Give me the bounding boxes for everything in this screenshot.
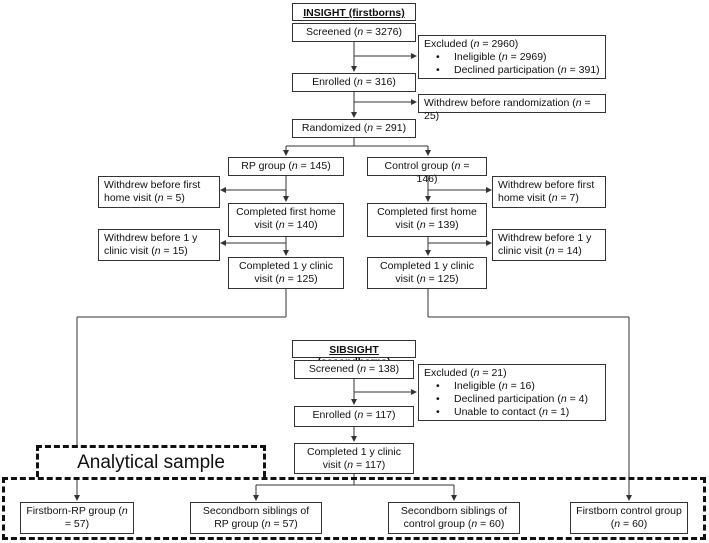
- control-completed-clinic-box: Completed 1 y clinic visit (n = 125): [367, 257, 487, 289]
- withdrew-randomization-box: Withdrew before randomization (n = 25): [418, 94, 606, 122]
- control-group-box: Control group (n = 146): [367, 157, 487, 185]
- control-withdrew-clinic-box: Withdrew before 1 y clinic visit (n = 14…: [492, 229, 606, 261]
- excluded-item: Ineligible (n = 16): [436, 380, 600, 393]
- secondborn-control-box: Secondborn siblings of control group (n …: [388, 502, 520, 534]
- rp-withdrew-clinic-box: Withdrew before 1 y clinic visit (n = 15…: [98, 229, 220, 261]
- insight-title: INSIGHT (firstborns): [292, 3, 416, 21]
- randomized-box: Randomized (n = 291): [292, 119, 416, 138]
- rp-withdrew-home-box: Withdrew before first home visit (n = 5): [98, 176, 220, 208]
- rp-completed-clinic-box: Completed 1 y clinic visit (n = 125): [228, 257, 344, 289]
- sibsight-completed-clinic-box: Completed 1 y clinic visit (n = 117): [294, 443, 414, 474]
- excluded-item: Ineligible (n = 2969): [436, 51, 600, 64]
- excluded-item: Declined participation (n = 4): [436, 393, 600, 406]
- firstborn-control-box: Firstborn control group (n = 60): [570, 502, 688, 534]
- insight-screened-box: Screened (n = 3276): [292, 23, 416, 42]
- secondborn-rp-box: Secondborn siblings of RP group (n = 57): [190, 502, 322, 534]
- rp-completed-home-box: Completed first home visit (n = 140): [228, 203, 344, 237]
- firstborn-rp-box: Firstborn-RP group (n = 57): [20, 502, 134, 534]
- excluded-item: Unable to contact (n = 1): [436, 406, 600, 419]
- insight-enrolled-box: Enrolled (n = 316): [292, 73, 416, 92]
- excluded-item: Declined participation (n = 391): [436, 64, 600, 77]
- analytical-sample-label: Analytical sample: [36, 445, 266, 477]
- sibsight-title: SIBSIGHT (secondborns): [292, 340, 416, 368]
- sibsight-enrolled-box: Enrolled (n = 117): [294, 406, 414, 427]
- insight-excluded-box: Excluded (n = 2960) Ineligible (n = 2969…: [418, 35, 606, 79]
- excluded-title: Excluded (n = 21): [424, 367, 507, 379]
- control-withdrew-home-box: Withdrew before first home visit (n = 7): [492, 176, 606, 208]
- analytical-sample-frame: [2, 477, 706, 540]
- sibsight-screened-box: Screened (n = 138): [294, 360, 414, 379]
- control-completed-home-box: Completed first home visit (n = 139): [367, 203, 487, 237]
- sibsight-excluded-box: Excluded (n = 21) Ineligible (n = 16) De…: [418, 364, 606, 421]
- rp-group-box: RP group (n = 145): [228, 157, 344, 176]
- excluded-title: Excluded (n = 2960): [424, 38, 519, 50]
